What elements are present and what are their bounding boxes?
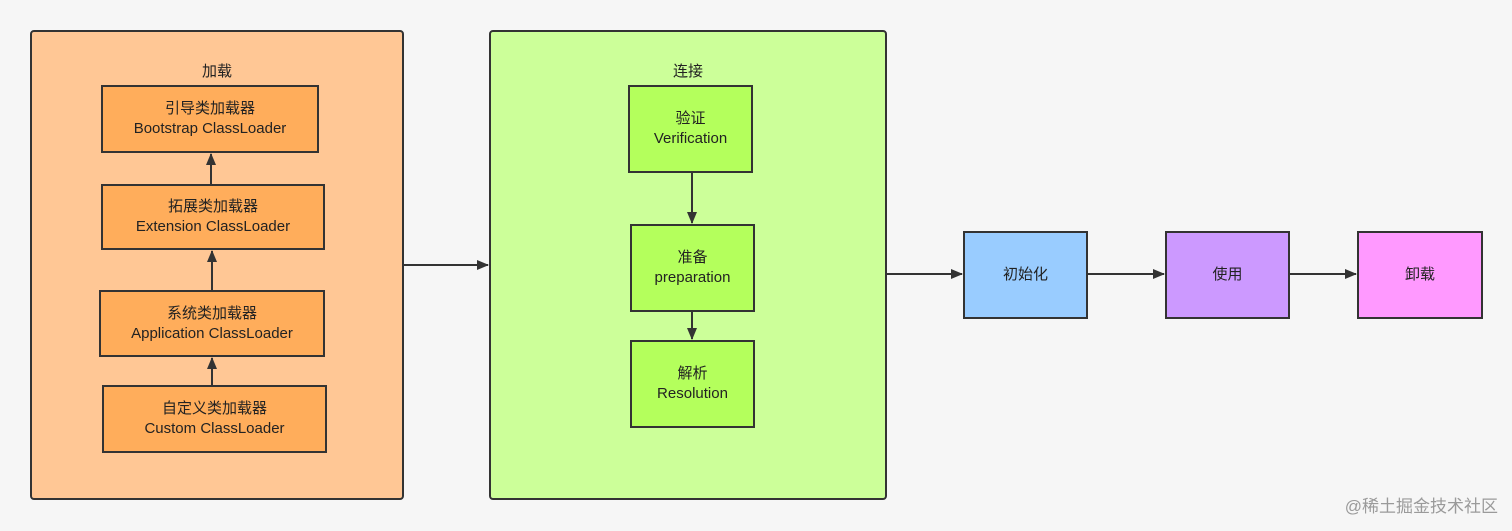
extension-classloader-node: 拓展类加载器 Extension ClassLoader [101,184,325,250]
unloading-label: 卸载 [1404,266,1435,283]
initialization-node: 初始化 [963,231,1088,319]
verification-zh: 验证 [675,110,706,127]
resolution-node: 解析 Resolution [630,340,755,428]
resolution-zh: 解析 [677,365,708,382]
extension-classloader-en: Extension ClassLoader [135,218,291,235]
preparation-node: 准备 preparation [630,224,755,312]
linking-group-title: 连接 [672,63,703,80]
bootstrap-classloader-zh: 引导类加载器 [164,100,255,117]
resolution-en: Resolution [657,385,728,402]
verification-en: Verification [653,130,728,147]
usage-node: 使用 [1165,231,1290,319]
custom-classloader-en: Custom ClassLoader [144,420,285,437]
verification-node: 验证 Verification [628,85,753,173]
custom-classloader-node: 自定义类加载器 Custom ClassLoader [102,385,327,453]
preparation-en: preparation [654,269,731,286]
usage-label: 使用 [1212,266,1243,283]
loading-group-title: 加载 [201,63,232,80]
initialization-label: 初始化 [1002,266,1048,283]
watermark: @稀土掘金技术社区 [1344,497,1498,516]
bootstrap-classloader-node: 引导类加载器 Bootstrap ClassLoader [101,85,319,153]
application-classloader-node: 系统类加载器 Application ClassLoader [99,290,325,357]
extension-classloader-zh: 拓展类加载器 [167,198,258,215]
bootstrap-classloader-en: Bootstrap ClassLoader [133,120,287,137]
application-classloader-zh: 系统类加载器 [166,304,257,322]
application-classloader-en: Application ClassLoader [131,324,293,342]
preparation-zh: 准备 [677,249,708,266]
custom-classloader-zh: 自定义类加载器 [161,400,267,417]
unloading-node: 卸载 [1357,231,1483,319]
